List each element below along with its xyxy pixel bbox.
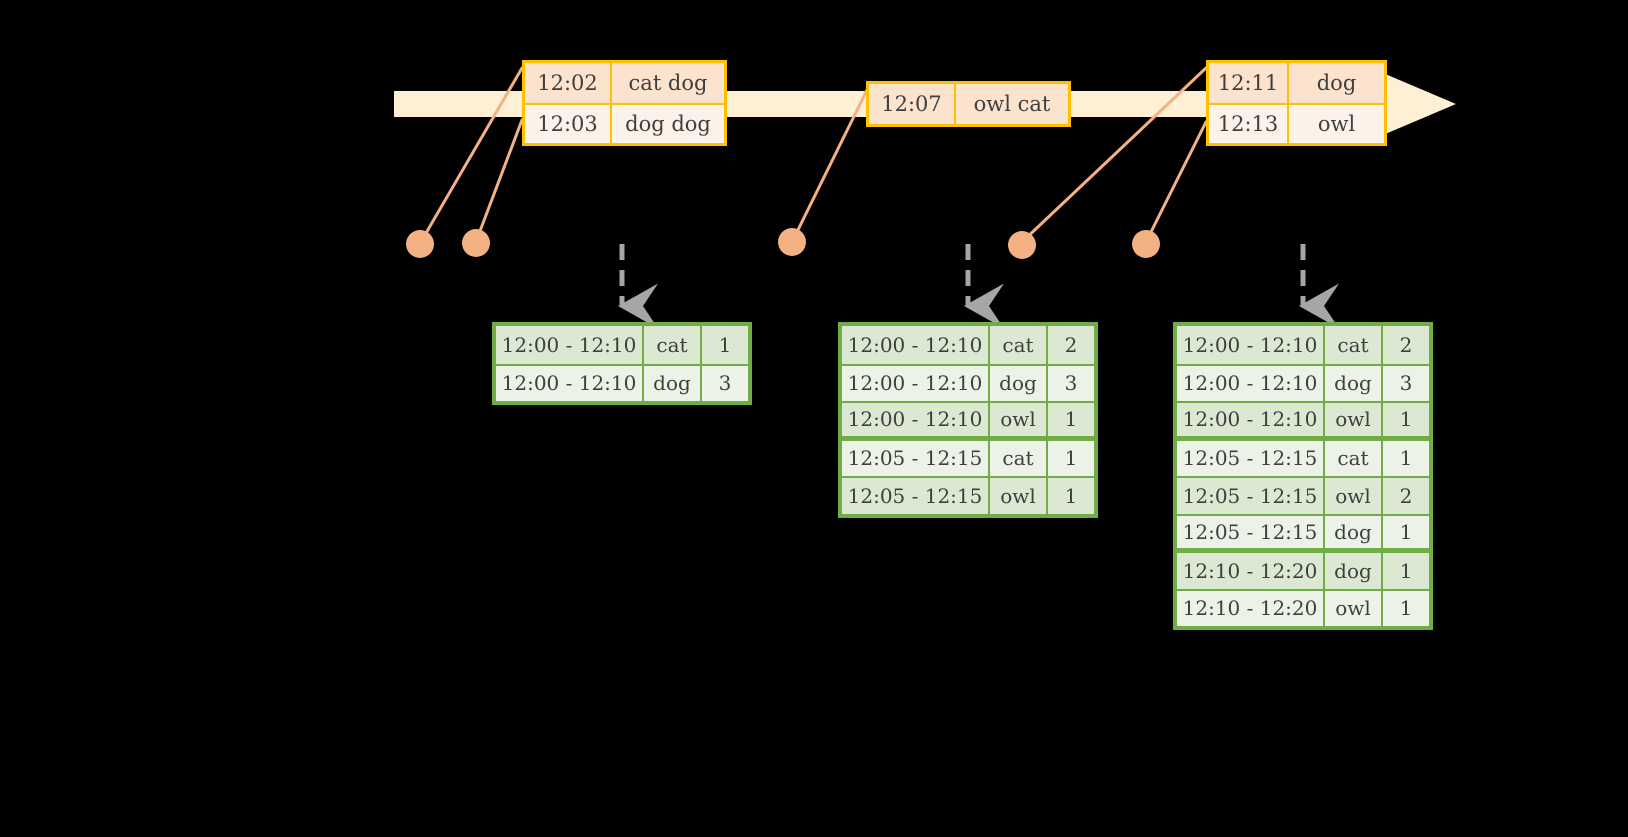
event-time: 12:07: [869, 84, 956, 124]
event-dots: [406, 228, 1160, 259]
cell-word: cat: [644, 326, 702, 364]
cell-word: cat: [1325, 440, 1383, 476]
cell-word: owl: [1325, 403, 1383, 436]
cell-count: 1: [1064, 446, 1078, 471]
cell-window: 12:05 - 12:15: [842, 440, 990, 476]
cell-count: 3: [1064, 371, 1078, 396]
event-row[interactable]: 12:13 owl: [1209, 103, 1384, 143]
event-row[interactable]: 12:02 cat dog: [525, 63, 724, 103]
cell-word: dog: [990, 365, 1048, 401]
cell-window: 12:05 - 12:15: [1177, 440, 1325, 476]
cell-window: 12:00 - 12:10: [1177, 326, 1325, 364]
cell-count: 1: [1399, 446, 1413, 471]
cell-window: 12:10 - 12:20: [1177, 553, 1325, 589]
cell-count: 2: [1064, 332, 1078, 357]
event-group-3[interactable]: 12:11 dog 12:13 owl: [1206, 60, 1387, 146]
trigger-arrows: [617, 244, 1339, 329]
cell-word: owl: [990, 403, 1048, 436]
cell-word: cat: [1325, 326, 1383, 364]
cell-word: dog: [644, 365, 702, 401]
cell-word: owl: [990, 478, 1048, 514]
event-words: owl cat: [973, 92, 1051, 116]
cell-word: cat: [990, 326, 1048, 364]
cell-count: 1: [1399, 596, 1413, 621]
cell-window: 12:05 - 12:15: [842, 478, 990, 514]
cell-window: 12:00 - 12:10: [1177, 365, 1325, 401]
event-dot-5: [1132, 230, 1160, 258]
event-time: 12:03: [525, 105, 612, 143]
cell-count: 3: [1399, 371, 1413, 396]
cell-word: cat: [990, 440, 1048, 476]
cell-window: 12:00 - 12:10: [1177, 403, 1325, 436]
cell-window: 12:00 - 12:10: [496, 365, 644, 401]
cell-count: 1: [1399, 519, 1413, 544]
cell-window: 12:00 - 12:10: [842, 403, 990, 436]
event-group-1[interactable]: 12:02 cat dog 12:03 dog dog: [522, 60, 727, 146]
cell-count: 2: [1399, 332, 1413, 357]
event-words: cat dog: [628, 71, 708, 95]
cell-window: 12:00 - 12:10: [496, 326, 644, 364]
event-dot-1: [406, 230, 434, 258]
event-time: 12:11: [1209, 63, 1289, 103]
cell-window: 12:00 - 12:10: [842, 326, 990, 364]
cell-count: 1: [1064, 407, 1078, 432]
event-words: dog: [1316, 71, 1357, 95]
event-dot-3: [778, 228, 806, 256]
cell-count: 2: [1399, 483, 1413, 508]
event-dot-2: [462, 229, 490, 257]
event-time: 12:13: [1209, 105, 1289, 143]
event-dot-4: [1008, 231, 1036, 259]
event-words: owl: [1317, 112, 1356, 136]
event-group-2[interactable]: 12:07 owl cat: [866, 81, 1071, 127]
event-words: dog dog: [625, 112, 711, 136]
cell-window: 12:05 - 12:15: [1177, 478, 1325, 514]
event-time: 12:02: [525, 63, 612, 103]
cell-word: dog: [1325, 553, 1383, 589]
cell-window: 12:05 - 12:15: [1177, 515, 1325, 548]
cell-word: dog: [1325, 515, 1383, 548]
cell-count: 1: [1064, 483, 1078, 508]
cell-window: 12:00 - 12:10: [842, 365, 990, 401]
cell-count: 1: [1399, 407, 1413, 432]
cell-word: owl: [1325, 478, 1383, 514]
cell-window: 12:10 - 12:20: [1177, 590, 1325, 626]
cell-count: 3: [718, 371, 732, 396]
cell-word: dog: [1325, 365, 1383, 401]
cell-word: owl: [1325, 590, 1383, 626]
cell-count: 1: [1399, 558, 1413, 583]
cell-count: 1: [718, 332, 732, 357]
event-row[interactable]: 12:07 owl cat: [869, 84, 1068, 124]
event-row[interactable]: 12:03 dog dog: [525, 103, 724, 143]
event-row[interactable]: 12:11 dog: [1209, 63, 1384, 103]
